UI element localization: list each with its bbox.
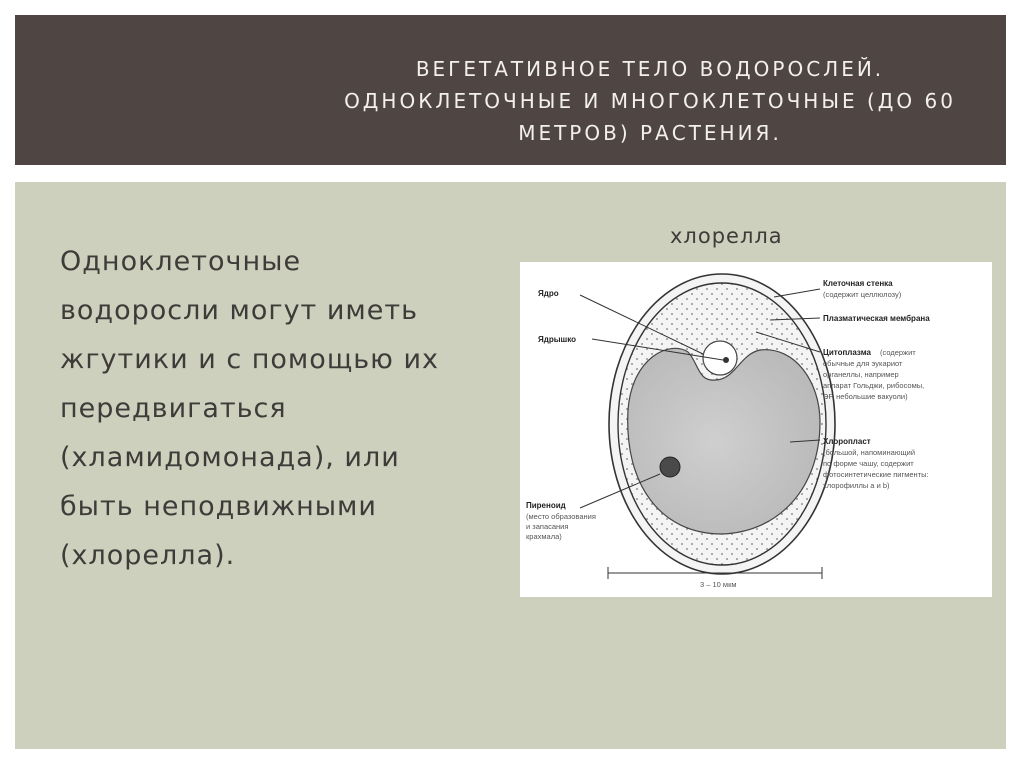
label-pyrenoid-note-1: (место образования: [526, 512, 596, 521]
scale-label: 3 – 10 мкм: [700, 580, 737, 589]
label-nucleolus: Ядрышко: [538, 335, 576, 344]
label-pyrenoid: Пиреноид: [526, 501, 566, 510]
label-pyrenoid-note-2: и запасания: [526, 522, 568, 531]
title-bar: ВЕГЕТАТИВНОЕ ТЕЛО ВОДОРОСЛЕЙ. ОДНОКЛЕТОЧ…: [15, 15, 1006, 165]
chloroplast-shape: [627, 347, 821, 535]
label-chloroplast-note-1: (большой, напоминающий: [823, 448, 915, 457]
label-nucleus: Ядро: [538, 289, 559, 298]
label-membrane: Плазматическая мембрана: [823, 314, 930, 323]
label-chloroplast-note-4: хлорофиллы a и b): [823, 481, 890, 490]
label-chloroplast-note-3: фотосинтетические пигменты:: [823, 470, 929, 479]
label-chloroplast-note-2: по форме чашу, содержит: [823, 459, 914, 468]
nucleus: [702, 340, 738, 376]
label-cytoplasm-note-5: ЭР, небольшие вакуоли): [823, 392, 908, 401]
nucleolus: [723, 357, 729, 363]
label-cell-wall-note: (содержит целлюлозу): [823, 290, 902, 299]
pyrenoid: [659, 456, 681, 478]
chlorella-cell-illustration: 3 – 10 мкм Ядро Ядрышко Пиреноид (место …: [526, 273, 930, 589]
figure-caption: хлорелла: [670, 224, 783, 248]
label-cell-wall: Клеточная стенка: [823, 279, 893, 288]
label-cytoplasm-note-2: обычные для эукариот: [823, 359, 903, 368]
label-cytoplasm: Цитоплазма: [823, 348, 872, 357]
chlorella-diagram: 3 – 10 мкм Ядро Ядрышко Пиреноид (место …: [520, 262, 992, 597]
body-text: Одноклеточные водоросли могут иметь жгут…: [60, 246, 439, 571]
label-pyrenoid-note-3: крахмала): [526, 532, 562, 541]
label-cytoplasm-note-1: (содержит: [880, 348, 916, 357]
label-cytoplasm-note-4: аппарат Гольджи, рибосомы,: [823, 381, 924, 390]
label-chloroplast: Хлоропласт: [823, 437, 871, 446]
label-cytoplasm-note-3: органеллы, например: [823, 370, 899, 379]
content-panel: Одноклеточные водоросли могут иметь жгут…: [15, 182, 1006, 749]
slide-title: ВЕГЕТАТИВНОЕ ТЕЛО ВОДОРОСЛЕЙ. ОДНОКЛЕТОЧ…: [344, 57, 956, 145]
scale-bar: [607, 567, 823, 579]
leader-lines: [579, 288, 821, 509]
